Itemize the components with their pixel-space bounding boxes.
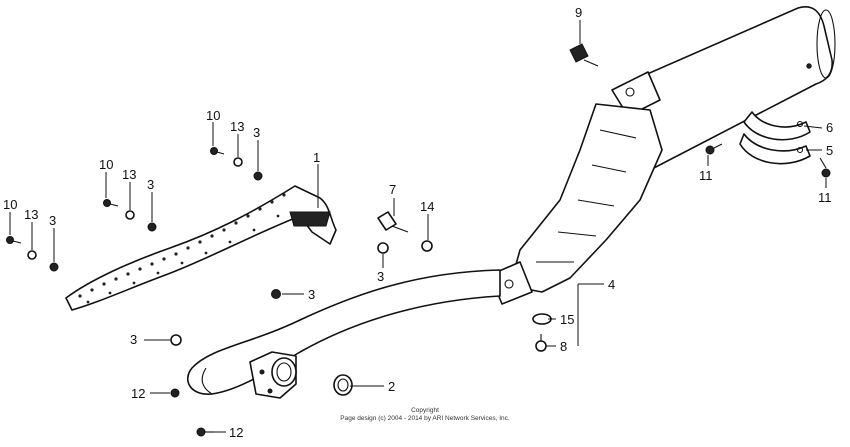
gasket-2[interactable]: [333, 374, 353, 396]
clamp-band-5[interactable]: [739, 133, 811, 165]
leader-lines: [9, 20, 827, 433]
callout-3-f: 3: [130, 332, 137, 347]
washer-13-b[interactable]: [125, 210, 135, 220]
callout-10-a: 10: [206, 108, 220, 123]
washer-13-a[interactable]: [233, 157, 243, 167]
copyright-line-2: Page design (c) 2004 - 2014 by ARI Netwo…: [340, 415, 510, 422]
callout-13-b: 13: [122, 167, 136, 182]
copyright-line-1: Copyright: [411, 407, 439, 414]
washer-14[interactable]: [421, 240, 433, 252]
heat-shield-vents: [78, 193, 286, 304]
bolt-11-right[interactable]: [819, 157, 831, 178]
callout-3-d: 3: [377, 269, 384, 284]
callout-10-c: 10: [3, 197, 17, 212]
callout-3-a: 3: [253, 125, 260, 140]
callout-3-b: 3: [147, 177, 154, 192]
callout-labels: 1 2 3 3 3 3 3 3 4 5 6 7 8 9 10 10 10 11 …: [3, 5, 833, 440]
callout-7: 7: [389, 182, 396, 197]
nut-3-d[interactable]: [377, 242, 389, 254]
callout-4: 4: [608, 277, 615, 292]
nut-3-c[interactable]: [49, 262, 59, 272]
callout-14: 14: [420, 199, 434, 214]
bolt-10-c[interactable]: [6, 236, 22, 244]
bolt-10-b[interactable]: [103, 199, 119, 207]
bolt-8[interactable]: [535, 334, 547, 352]
callout-12-a: 12: [131, 386, 145, 401]
callout-9: 9: [575, 5, 582, 20]
nut-3-f[interactable]: [170, 334, 182, 346]
washer-13-c[interactable]: [27, 250, 37, 260]
callout-2: 2: [388, 379, 395, 394]
bolt-11-left[interactable]: [705, 143, 723, 155]
clamp-band-6[interactable]: [743, 111, 811, 141]
callout-11-right: 11: [818, 190, 832, 205]
callout-10-b: 10: [99, 157, 113, 172]
callout-3-e: 3: [308, 287, 315, 302]
callout-1: 1: [313, 150, 320, 165]
nut-3-e[interactable]: [271, 289, 281, 299]
callout-8: 8: [560, 339, 567, 354]
callout-15: 15: [560, 312, 574, 327]
copyright-footer: Copyright Page design (c) 2004 - 2014 by…: [0, 407, 850, 423]
bolt-7[interactable]: [377, 211, 409, 233]
callout-5: 5: [826, 143, 833, 158]
callout-13-a: 13: [230, 119, 244, 134]
bolt-10-a[interactable]: [210, 147, 225, 155]
bolt-12-b[interactable]: [196, 427, 214, 437]
callout-11-left: 11: [699, 168, 713, 183]
callout-12-b: 12: [229, 425, 243, 440]
bolt-12-a[interactable]: [170, 388, 180, 398]
exhaust-pipe[interactable]: [187, 269, 501, 399]
nut-3-b[interactable]: [147, 222, 157, 232]
callout-13-c: 13: [24, 207, 38, 222]
heat-shield[interactable]: [65, 185, 337, 311]
callout-6: 6: [826, 120, 833, 135]
nut-3-a[interactable]: [253, 171, 263, 181]
bolt-9[interactable]: [569, 43, 599, 67]
callout-3-c: 3: [49, 213, 56, 228]
